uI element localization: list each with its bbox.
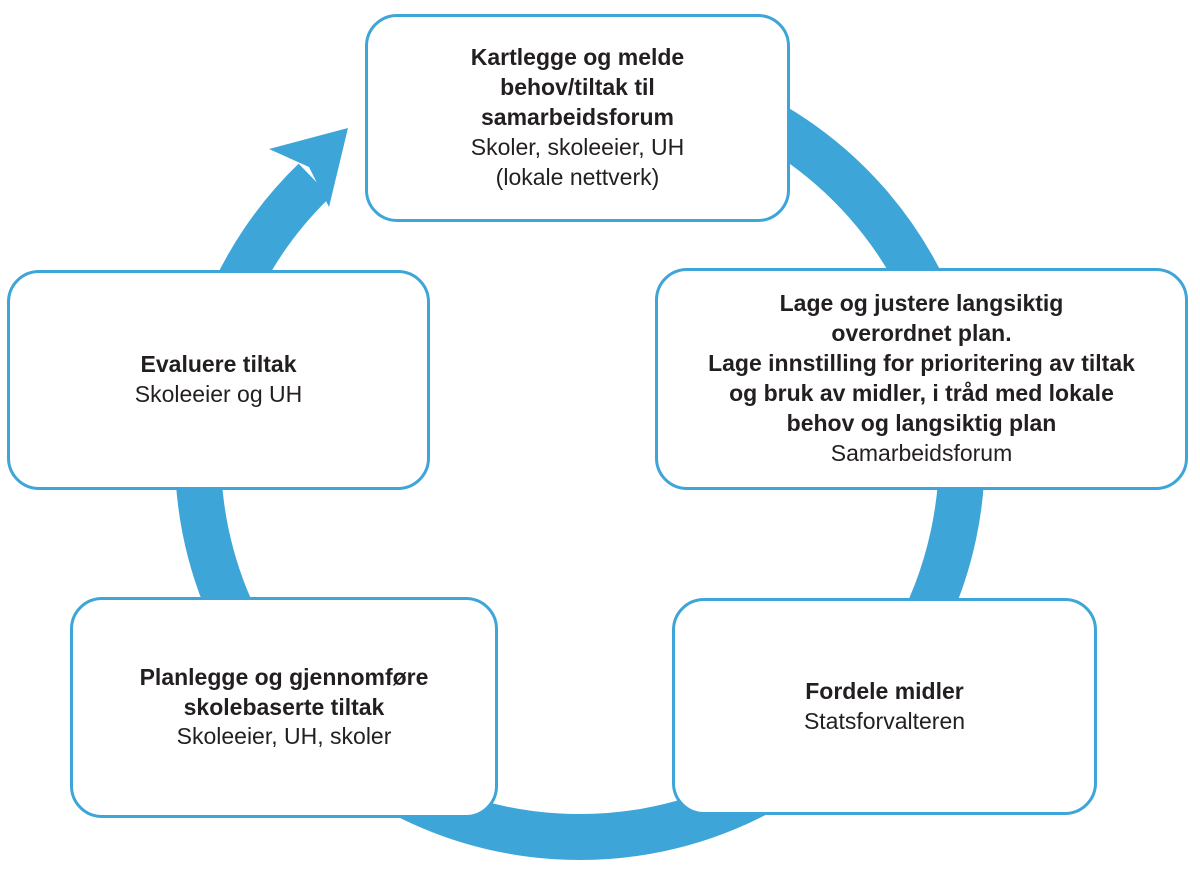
- step-title: Lage og justere langsiktig overordnet pl…: [708, 290, 1135, 436]
- cycle-step-top-box: Kartlegge og melde behov/tiltak til sama…: [365, 14, 790, 222]
- step-actors: Skoler, skoleeier, UH (lokale nettverk): [470, 133, 685, 190]
- cycle-step-left-box: Evaluere tiltak Skoleeier og UH: [7, 270, 430, 490]
- step-actors: Samarbeidsforum: [830, 439, 1013, 466]
- step-actors: Statsforvalteren: [803, 707, 966, 734]
- cycle-step-bottom-left-box: Planlegge og gjennomføre skolebaserte ti…: [70, 597, 498, 818]
- cycle-step-bottom-right-box: Fordele midler Statsforvalteren: [672, 598, 1097, 815]
- step-actors: Skoleeier, UH, skoler: [176, 723, 392, 750]
- step-actors: Skoleeier og UH: [134, 381, 303, 407]
- step-title: Fordele midler: [805, 677, 964, 704]
- cycle-arrowhead-icon: [269, 128, 348, 207]
- step-title: Evaluere tiltak: [140, 351, 297, 378]
- step-title: Kartlegge og melde behov/tiltak til sama…: [470, 44, 685, 131]
- step-title: Planlegge og gjennomføre skolebaserte ti…: [139, 663, 429, 720]
- cycle-step-right-box: Lage og justere langsiktig overordnet pl…: [655, 268, 1188, 490]
